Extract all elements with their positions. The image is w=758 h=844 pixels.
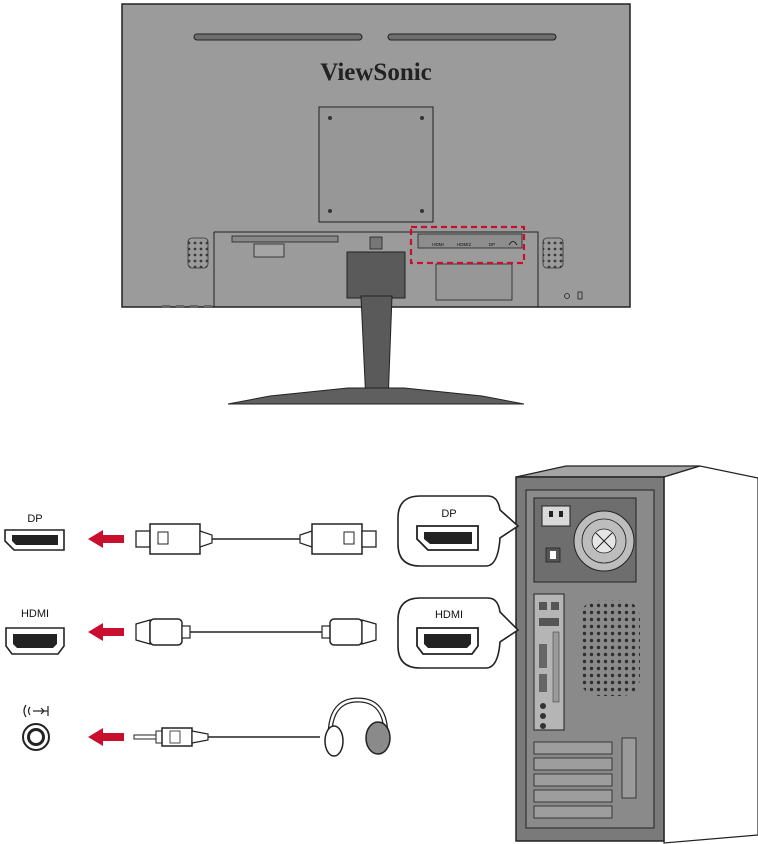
dp-cable [136, 524, 376, 554]
vesa-screw [328, 209, 332, 213]
io-recess [436, 264, 512, 300]
vent-grille [580, 600, 640, 696]
vesa-screw [328, 116, 332, 120]
power-port [254, 244, 284, 257]
monitor-back-view: ViewSonic HDMI HDMI2 DP [122, 4, 630, 404]
dp-callout-label: DP [441, 508, 456, 520]
arrow-left-icon [88, 623, 124, 641]
vesa-screw [420, 209, 424, 213]
monitor-vent-left [194, 34, 362, 40]
power-socket [542, 506, 570, 526]
motherboard-io [534, 594, 564, 730]
pc-tower [516, 466, 758, 843]
speaker-grille-left [188, 238, 208, 268]
stand-neck [361, 296, 392, 403]
stand-mount [347, 252, 405, 298]
audio-cable [134, 728, 320, 746]
port-label-hdmi2: HDMI2 [457, 242, 471, 247]
arrow-left-icon [88, 728, 124, 746]
hdmi-port-label: HDMI [21, 608, 49, 620]
dp-port-label: DP [27, 513, 42, 525]
connection-row-dp: DP DP [5, 496, 518, 566]
pc-side [664, 466, 758, 843]
connection-row-hdmi: HDMI HDMI [6, 598, 518, 668]
headphones-icon [325, 700, 390, 756]
hdmi-cable [136, 619, 376, 645]
monitor-vent-right [388, 34, 556, 40]
expansion-slots [534, 742, 612, 818]
vesa-screw [420, 116, 424, 120]
brand-logo: ViewSonic [320, 59, 432, 86]
dp-callout: DP [398, 496, 518, 566]
arrow-left-icon [88, 530, 124, 548]
stand-base [228, 388, 524, 404]
vesa-mount-plate [319, 107, 433, 222]
hdmi-callout: HDMI [398, 598, 518, 668]
hdmi-callout-label: HDMI [435, 609, 463, 621]
port-label-hdmi: HDMI [432, 242, 444, 247]
audio-out-icon [24, 705, 48, 717]
connection-row-audio [23, 700, 390, 756]
stand-hinge [370, 237, 382, 249]
port-label-dp: DP [489, 242, 495, 247]
speaker-grille-right [543, 238, 563, 268]
control-bar [232, 236, 338, 242]
